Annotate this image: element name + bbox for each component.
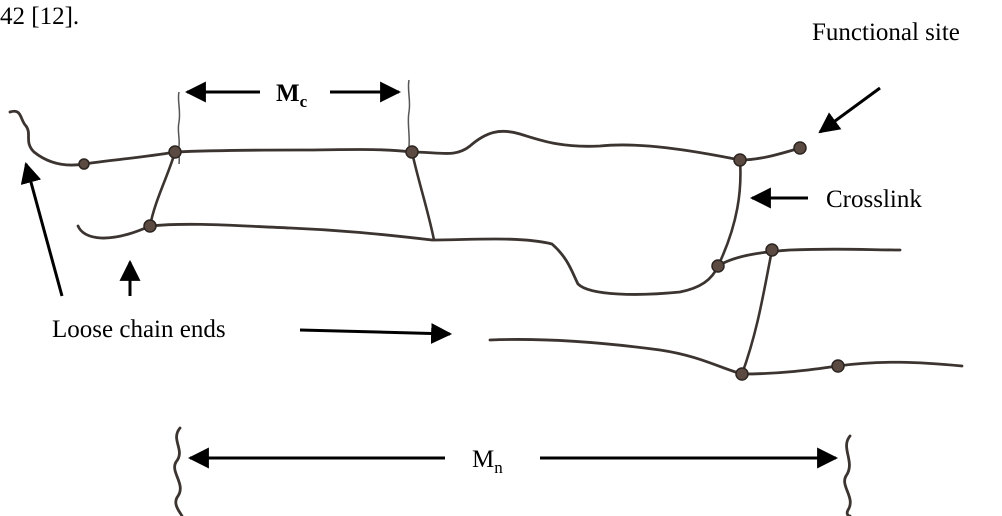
- functional-site-label: Functional site: [812, 19, 960, 46]
- polymer-chain-bottom: [490, 339, 962, 374]
- mn-right-end: [845, 436, 851, 516]
- network-node: [734, 154, 746, 166]
- loose-end-arrow-3: [300, 330, 450, 334]
- network-node: [406, 146, 418, 158]
- functional-site-arrow: [820, 88, 880, 132]
- network-node: [169, 146, 181, 158]
- crosslink-label: Crosslink: [826, 186, 922, 213]
- crosslink-4: [742, 250, 772, 374]
- network-node: [144, 220, 156, 232]
- mn-left-end: [175, 428, 182, 516]
- header-fragment: 42 [12].: [0, 3, 79, 30]
- network-node: [712, 260, 724, 272]
- functional-site-node: [794, 142, 806, 154]
- crosslink-3: [718, 160, 740, 266]
- network-node: [736, 368, 748, 380]
- network-node: [766, 244, 778, 256]
- loose-end-arrow-1: [26, 164, 62, 296]
- mn-label: Mn: [472, 446, 503, 477]
- crosslink-2: [412, 152, 434, 240]
- network-node: [832, 360, 844, 372]
- crosslink-1: [150, 152, 175, 226]
- loose-chain-ends-label: Loose chain ends: [52, 316, 226, 343]
- polymer-chain-middle: [78, 224, 900, 294]
- mc-label: Mc: [276, 80, 308, 111]
- network-node: [79, 159, 89, 169]
- polymer-chain-top: [10, 111, 800, 165]
- mc-right-tick: [408, 80, 409, 146]
